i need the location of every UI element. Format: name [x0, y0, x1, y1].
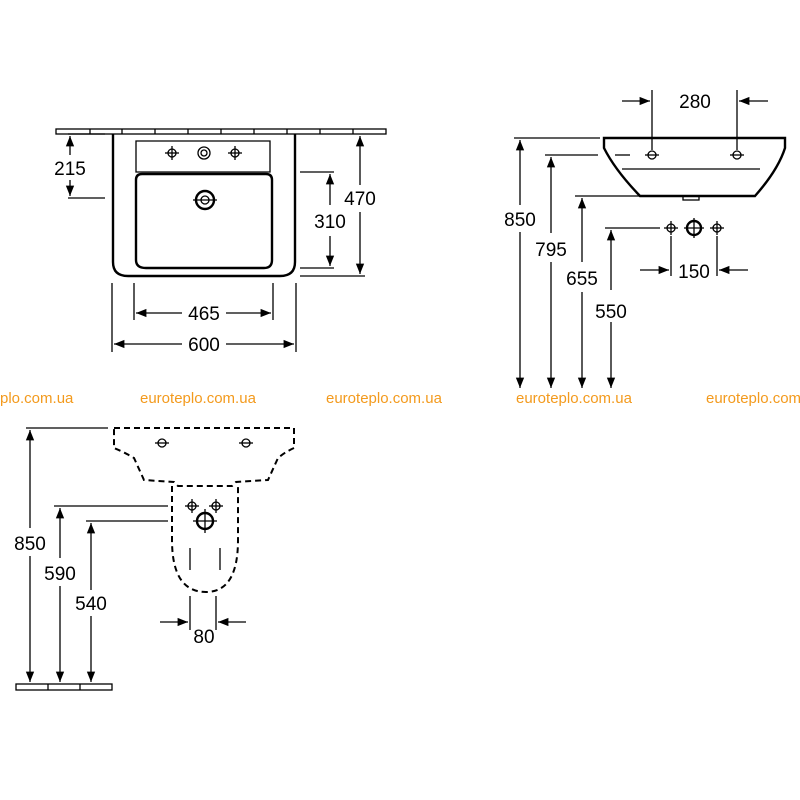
dim-280-label: 280 [679, 92, 711, 113]
basin-deck [135, 140, 271, 173]
drain-icon [193, 189, 217, 211]
dim-310-label: 310 [314, 212, 346, 233]
dim-550-label: 550 [595, 302, 627, 323]
supply-fitting-icon [664, 221, 678, 235]
siphon-cover-dashed-outline [171, 486, 239, 594]
basin-side-outline [602, 136, 787, 198]
watermark-text: euroteplo.com.ua [140, 390, 257, 407]
watermark-text: euroteplo.com.ua [326, 390, 443, 407]
basin-front-dashed-outline [113, 427, 295, 487]
basin-outline [111, 134, 297, 278]
dim-655-label: 655 [566, 269, 598, 290]
tap-hole-icon [228, 146, 242, 160]
supply-fitting-icon [710, 221, 724, 235]
dim-850-front-label: 850 [14, 534, 46, 555]
supply-fitting-icon [185, 499, 199, 513]
floor-strip [15, 683, 113, 691]
mounting-hole-icon [239, 438, 253, 448]
dim-150-label: 150 [678, 262, 710, 283]
watermark-text: euroteplo.com.ua [516, 390, 633, 407]
waste-fitting-icon [193, 509, 217, 533]
dim-80-label: 80 [193, 627, 214, 648]
dim-600-label: 600 [188, 335, 220, 356]
dim-470-label: 470 [344, 189, 376, 210]
top-view: 215 310 470 465 600 [54, 128, 387, 356]
mounting-hole-icon [155, 438, 169, 448]
side-view: 280 850 795 655 550 [504, 90, 787, 388]
dim-215-label: 215 [54, 159, 86, 180]
watermark-text: plo.com.ua [0, 390, 74, 407]
basin-bowl [134, 172, 274, 270]
wall-strip [55, 128, 387, 135]
dim-540-label: 540 [75, 594, 107, 615]
tap-hole-icon [165, 146, 179, 160]
dim-465-label: 465 [188, 304, 220, 325]
front-view: 850 590 540 80 [14, 427, 295, 691]
dim-795-label: 795 [535, 240, 567, 261]
tap-hole-icon [645, 150, 659, 160]
dim-590-label: 590 [44, 564, 76, 585]
waste-fitting-icon [684, 218, 704, 238]
tap-hole-icon [730, 150, 744, 160]
dim-850-label: 850 [504, 210, 536, 231]
watermark-row: plo.com.ua euroteplo.com.ua euroteplo.co… [0, 390, 800, 407]
supply-fitting-icon [209, 499, 223, 513]
tap-hole-icon [197, 146, 211, 160]
watermark-text: euroteplo.com.ua [706, 390, 800, 407]
